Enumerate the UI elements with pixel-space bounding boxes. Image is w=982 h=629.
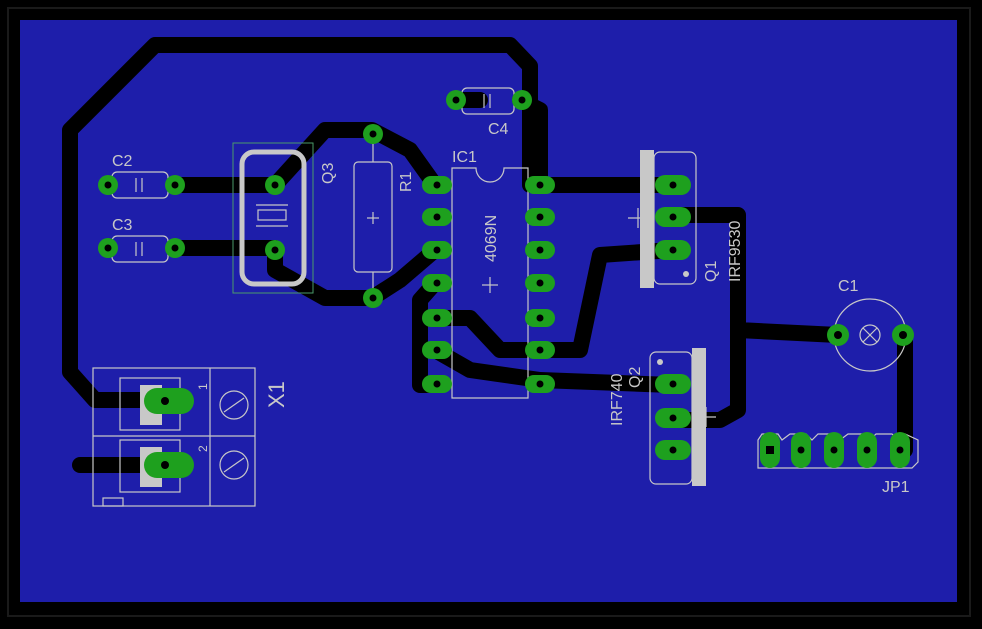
r1-label: R1 — [398, 171, 415, 192]
q1-label: Q1 — [703, 261, 720, 282]
x1-pin1-label: 1 — [196, 383, 210, 390]
q2-label: Q2 — [627, 367, 644, 388]
trace-q3-r1-bottom-copper — [271, 244, 439, 302]
trace-q1-c1-copper — [668, 211, 842, 339]
ic1-outline — [451, 167, 529, 399]
r1-pad-2-hole — [369, 294, 377, 302]
q1-value-label: IRF9530 — [727, 221, 744, 282]
c2-label: C2 — [112, 153, 133, 170]
c1-label: C1 — [838, 278, 859, 295]
c3-pad-1-hole — [104, 244, 112, 252]
ic1-pads-left — [422, 176, 452, 393]
q3-pad-1-hole — [271, 181, 279, 189]
r1-pad-1-hole — [369, 130, 377, 138]
c1-pad-2-hole — [899, 331, 907, 339]
c3-pad-2-hole — [171, 244, 179, 252]
q1-outline — [628, 150, 697, 288]
ic1-pads-right — [525, 176, 555, 393]
q3-outline — [232, 142, 314, 294]
ic1-value-label: 4069N — [483, 215, 500, 262]
jp1-pads — [760, 432, 910, 468]
q2-outline — [649, 348, 716, 486]
jp1-label: JP1 — [882, 479, 910, 496]
q3-label: Q3 — [320, 163, 337, 184]
q1-pads — [655, 175, 691, 260]
c4-pad-1-hole — [452, 96, 460, 104]
q2-value-label: IRF740 — [609, 373, 626, 426]
c4-label: C4 — [488, 121, 509, 138]
x1-pin2-label: 2 — [196, 445, 210, 452]
q3-pad-2-hole — [271, 246, 279, 254]
pads — [98, 90, 914, 346]
ic1-label: IC1 — [452, 149, 477, 166]
c2-pad-2-hole — [171, 181, 179, 189]
copper-pour — [20, 20, 957, 602]
c3-label: C3 — [112, 217, 133, 234]
x1-label: X1 — [264, 381, 289, 408]
x1-pads — [144, 388, 194, 478]
q2-pads — [655, 374, 691, 460]
trace-ic-q1-gate-copper — [536, 246, 676, 354]
jp1-outline — [757, 433, 919, 469]
c1-pad-1-hole — [834, 331, 842, 339]
c4-pad-2-hole — [518, 96, 526, 104]
board-outline — [7, 7, 971, 617]
c2-pad-1-hole — [104, 181, 112, 189]
